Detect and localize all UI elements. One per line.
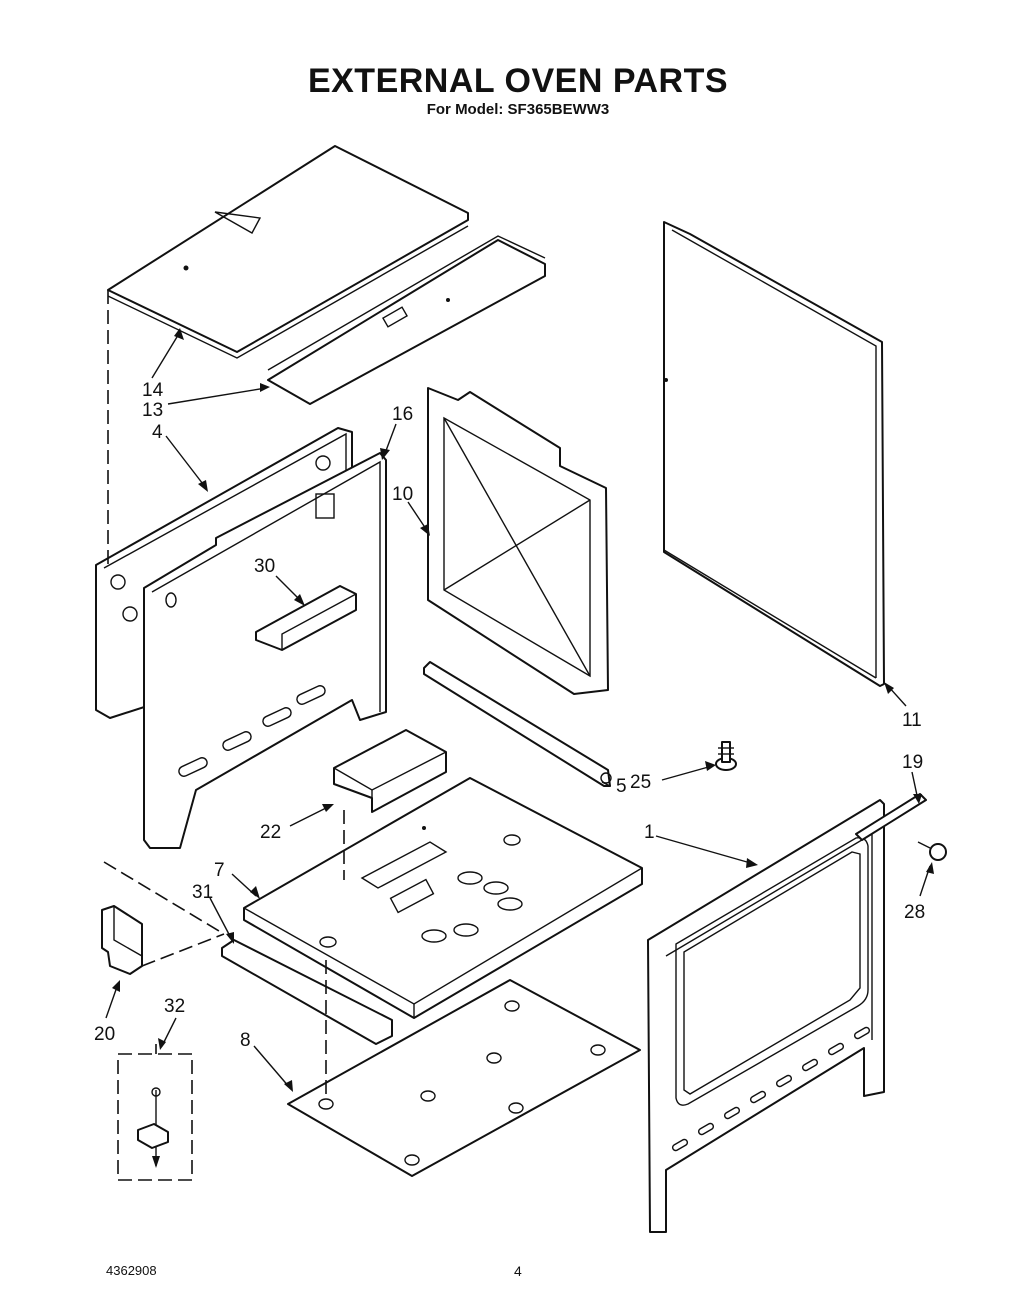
callout-1: 1 — [644, 822, 655, 843]
callout-32: 32 — [164, 996, 185, 1017]
callout-10: 10 — [392, 484, 413, 505]
page-title: EXTERNAL OVEN PARTS — [307, 62, 729, 100]
part-1-front-frame — [647, 799, 885, 1233]
part-28-screw — [917, 841, 947, 861]
document-number: 4362908 — [106, 1263, 157, 1278]
callout-22: 22 — [260, 822, 281, 843]
assembly-lines — [103, 290, 345, 1100]
callout-13: 13 — [142, 400, 163, 421]
page-number: 4 — [514, 1263, 522, 1279]
callout-labels: 14 13 4 16 10 30 11 5 25 19 1 22 7 31 28… — [94, 380, 925, 1051]
part-11-back-panel — [663, 221, 885, 687]
part-20-shield — [101, 905, 143, 975]
part-32-bracket-kit — [117, 1053, 193, 1181]
part-30-bracket — [255, 585, 357, 651]
callout-7: 7 — [214, 860, 225, 881]
part-10-insulation-frame — [427, 387, 609, 695]
callout-5: 5 — [616, 776, 627, 797]
model-subtitle: For Model: SF365BEWW3 — [426, 101, 610, 118]
part-14-top-panel — [107, 145, 469, 359]
callout-19: 19 — [902, 752, 923, 773]
part-22-box-cover — [333, 729, 447, 813]
callout-25: 25 — [630, 772, 651, 793]
callout-31: 31 — [192, 882, 213, 903]
part-25-leveling-leg — [715, 741, 737, 771]
callout-30: 30 — [254, 556, 275, 577]
callout-4: 4 — [152, 422, 163, 443]
callout-8: 8 — [240, 1030, 251, 1051]
leader-lines — [105, 328, 934, 1092]
callout-11: 11 — [902, 710, 922, 731]
callout-14: 14 — [142, 380, 164, 401]
part-13-rear-bracket — [267, 235, 546, 405]
callout-20: 20 — [94, 1024, 115, 1045]
part-19-hinge-rod — [855, 793, 927, 841]
callout-16: 16 — [392, 404, 413, 425]
part-8-bottom-plate — [287, 979, 641, 1177]
part-16-inner-side-panel — [143, 452, 387, 849]
callout-28: 28 — [904, 902, 925, 923]
part-7-oven-bottom — [243, 777, 643, 1019]
